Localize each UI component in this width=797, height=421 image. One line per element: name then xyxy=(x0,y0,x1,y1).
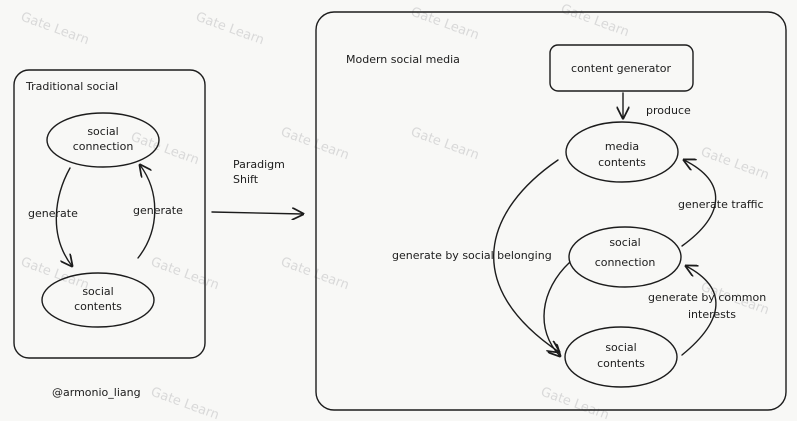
node-content-generator xyxy=(549,44,694,92)
watermark: Gate Learn xyxy=(149,255,221,294)
edge-label: interests xyxy=(688,308,736,321)
node-label: social xyxy=(87,125,118,138)
watermark: Gate Learn xyxy=(149,385,221,421)
edge-generate-traffic xyxy=(682,160,717,247)
node-label: connection xyxy=(73,140,134,153)
watermark: Gate Learn xyxy=(409,125,481,164)
edge-social-belonging xyxy=(492,159,559,352)
edge-label: generate xyxy=(28,207,78,220)
node-social-contents xyxy=(41,272,155,328)
edge-common-interests xyxy=(681,266,717,356)
paradigm-label: Shift xyxy=(233,173,259,186)
paradigm-label: Paradigm xyxy=(233,158,285,171)
watermark: Gate Learn xyxy=(19,10,91,49)
node-social-connection xyxy=(46,112,160,168)
paradigm-arrow xyxy=(211,212,303,214)
node-label: content generator xyxy=(571,62,671,75)
edge-label: produce xyxy=(646,104,691,117)
node-label: contents xyxy=(74,300,122,313)
watermark: Gate Learn xyxy=(129,130,201,169)
watermark: Gate Learn xyxy=(279,125,351,164)
node-label: contents xyxy=(597,357,645,370)
edge-label: generate by social belonging xyxy=(392,249,552,262)
credit-handle: @armonio_liang xyxy=(52,386,141,399)
modern-title: Modern social media xyxy=(346,53,460,66)
watermark: Gate Learn xyxy=(279,255,351,294)
edge-connection-to-contents xyxy=(543,261,571,356)
node-social-connection xyxy=(568,226,682,288)
node-label: social xyxy=(609,236,640,249)
node-media-contents xyxy=(565,121,679,183)
watermark: Gate Learn xyxy=(699,145,771,184)
node-social-contents xyxy=(564,326,678,388)
edge-generate-right xyxy=(137,165,156,259)
paradigm-shift: Paradigm Shift xyxy=(211,158,303,214)
traditional-panel: Traditional social social connection soc… xyxy=(13,69,206,359)
node-label: contents xyxy=(598,156,646,169)
node-label: social xyxy=(82,285,113,298)
watermark: Gate Learn xyxy=(409,5,481,44)
node-label: connection xyxy=(595,256,656,269)
watermark: Gate Learn xyxy=(539,385,611,421)
traditional-title: Traditional social xyxy=(25,80,118,93)
watermark: Gate Learn xyxy=(194,10,266,49)
watermark: Gate Learn xyxy=(559,2,631,41)
node-label: social xyxy=(605,341,636,354)
traditional-frame xyxy=(13,69,206,359)
modern-frame xyxy=(315,11,787,411)
modern-panel: Modern social media content generator pr… xyxy=(315,11,787,411)
edge-label: generate xyxy=(133,204,183,217)
node-label: media xyxy=(605,140,639,153)
edge-generate-left xyxy=(55,167,72,266)
edge-label: generate traffic xyxy=(678,198,764,211)
edge-label: generate by common xyxy=(648,291,766,304)
